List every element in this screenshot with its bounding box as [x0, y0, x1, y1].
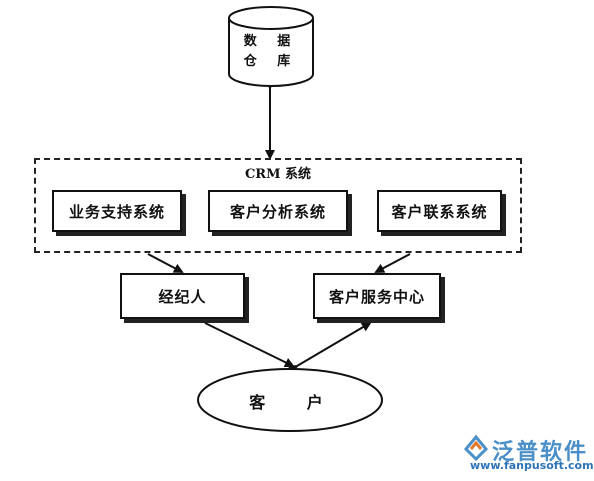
warehouse-label-line2: 仓 库: [243, 54, 299, 69]
crm-system-group: [34, 158, 522, 253]
business-support-system-box: 业务支持系统: [52, 190, 182, 232]
crm-broker-link: [147, 253, 184, 273]
broker-customer-link: [204, 322, 295, 367]
fanpu-logo-icon: [463, 434, 489, 461]
customer-service-link: [287, 321, 372, 375]
customer-service-center-box: 客户服务中心: [313, 273, 441, 319]
customer-oval: [197, 368, 383, 432]
customer-contact-system-box: 客户联系系统: [377, 190, 502, 232]
customer-analysis-system-box: 客户分析系统: [208, 190, 348, 232]
watermark-brand-name: 泛普软件: [492, 440, 589, 465]
crm-service-link: [374, 253, 411, 273]
warehouse-cylinder: [228, 6, 314, 87]
crm-system-title: CRM 系统: [244, 167, 312, 182]
watermark-url: www.fanpusoft.com: [470, 459, 594, 472]
customer-label: 客 户: [249, 393, 341, 412]
broker-box: 经纪人: [120, 273, 245, 319]
warehouse-label-line1: 数 据: [243, 34, 299, 49]
